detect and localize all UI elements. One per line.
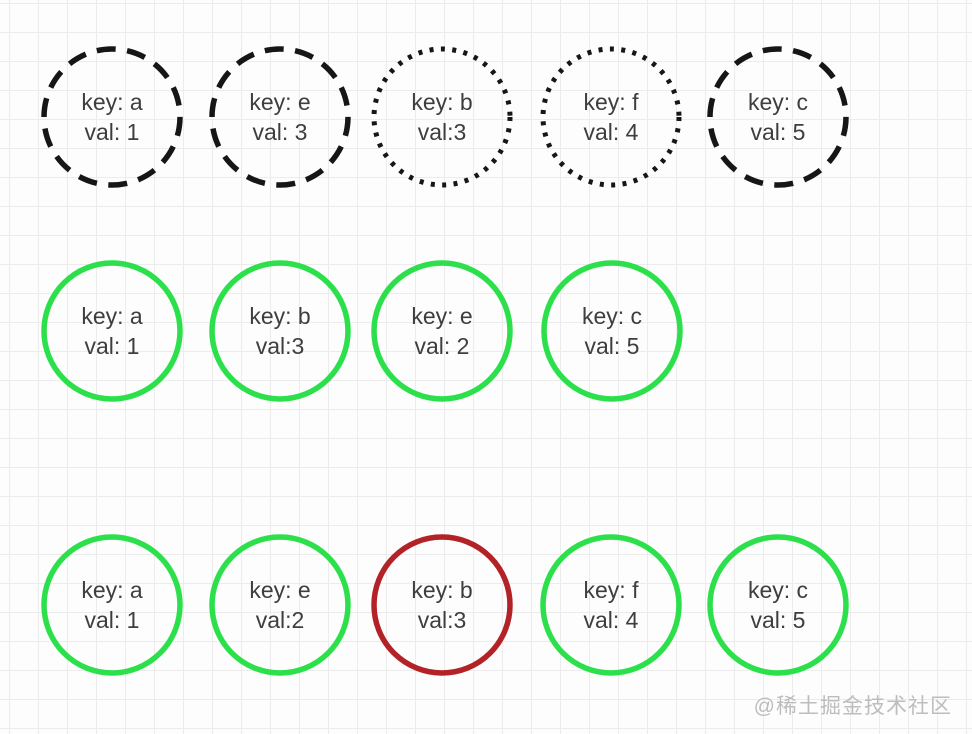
node-key: key: a [81, 577, 143, 603]
node-key: key: b [411, 577, 473, 603]
node-row1-key-e: key: e val: 3 [209, 46, 351, 188]
node-label: key: e val: 3 [209, 46, 351, 188]
node-val: val: 2 [414, 333, 470, 359]
node-row2-key-e: key: e val: 2 [371, 260, 513, 402]
node-label: key: c val: 5 [541, 260, 683, 402]
node-row1-key-b: key: b val:3 [371, 46, 513, 188]
node-val: val: 4 [583, 119, 639, 145]
node-key: key: e [411, 303, 473, 329]
circle-outline-dotted [371, 46, 513, 188]
node-row3-key-b-red: key: b val:3 [371, 534, 513, 676]
watermark-text: @稀土掘金技术社区 [753, 695, 952, 718]
node-val: val: 5 [750, 607, 806, 633]
node-row3-key-c: key: c val: 5 [707, 534, 849, 676]
circle-outline-green [371, 260, 513, 402]
node-key: key: e [249, 89, 311, 115]
node-row3-key-f: key: f val: 4 [540, 534, 682, 676]
circle-outline-green [41, 260, 183, 402]
node-row2-key-b: key: b val:3 [209, 260, 351, 402]
circle-outline-green [209, 260, 351, 402]
node-label: key: c val: 5 [707, 46, 849, 188]
node-val: val:3 [417, 607, 467, 633]
node-row2-key-c: key: c val: 5 [541, 260, 683, 402]
node-label: key: e val: 2 [371, 260, 513, 402]
circle-outline-green [540, 534, 682, 676]
circle-outline-dashed [707, 46, 849, 188]
circle-outline-green [209, 534, 351, 676]
node-key: key: a [81, 303, 143, 329]
circle-outline-green [707, 534, 849, 676]
circle-outline-dashed [41, 46, 183, 188]
node-key: key: c [581, 303, 643, 329]
node-val: val: 1 [84, 333, 140, 359]
circle-outline-red [371, 534, 513, 676]
node-val: val: 4 [583, 607, 639, 633]
node-label: key: c val: 5 [707, 534, 849, 676]
node-val: val:3 [255, 333, 305, 359]
node-label: key: a val: 1 [41, 46, 183, 188]
circle-outline-dotted [540, 46, 682, 188]
node-label: key: f val: 4 [540, 46, 682, 188]
node-key: key: e [249, 577, 311, 603]
circle-outline-green [541, 260, 683, 402]
node-label: key: b val:3 [371, 534, 513, 676]
node-row1-key-a: key: a val: 1 [41, 46, 183, 188]
node-label: key: b val:3 [371, 46, 513, 188]
node-key: key: c [747, 577, 809, 603]
node-val: val: 1 [84, 607, 140, 633]
node-row3-key-a: key: a val: 1 [41, 534, 183, 676]
node-row2-key-a: key: a val: 1 [41, 260, 183, 402]
node-label: key: b val:3 [209, 260, 351, 402]
node-key: key: f [583, 577, 639, 603]
node-key: key: b [411, 89, 473, 115]
node-val: val: 5 [750, 119, 806, 145]
node-val: val:3 [417, 119, 467, 145]
node-key: key: c [747, 89, 809, 115]
node-label: key: a val: 1 [41, 534, 183, 676]
node-row1-key-c: key: c val: 5 [707, 46, 849, 188]
node-val: val: 5 [584, 333, 640, 359]
node-val: val: 3 [252, 119, 308, 145]
circle-outline-green [41, 534, 183, 676]
node-label: key: e val:2 [209, 534, 351, 676]
circle-outline-dashed [209, 46, 351, 188]
node-val: val:2 [255, 607, 305, 633]
node-label: key: a val: 1 [41, 260, 183, 402]
node-val: val: 1 [84, 119, 140, 145]
node-label: key: f val: 4 [540, 534, 682, 676]
node-row1-key-f: key: f val: 4 [540, 46, 682, 188]
node-key: key: b [249, 303, 311, 329]
node-key: key: f [583, 89, 639, 115]
node-key: key: a [81, 89, 143, 115]
node-row3-key-e: key: e val:2 [209, 534, 351, 676]
